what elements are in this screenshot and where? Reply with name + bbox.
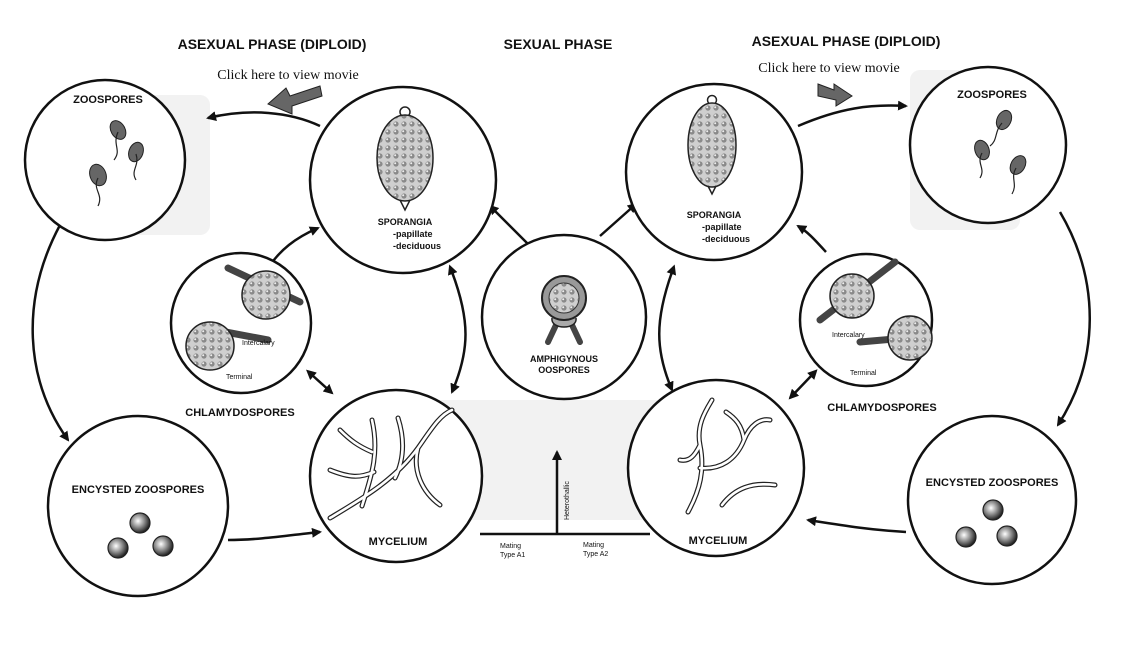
encysted-zoospores-right-label: ENCYSTED ZOOSPORES (926, 477, 1059, 489)
heterothallic-label: Heterothallic (564, 481, 571, 520)
chlamydospores-right-stage: Intercalary Terminal (800, 254, 932, 386)
arrow-sporangia-to-zoospores-left (208, 112, 320, 126)
arrow-oospores-to-sporangia-right (600, 204, 636, 236)
arrow-chlamydo-mycelium-left (312, 375, 332, 393)
terminal-left-label: Terminal (226, 374, 253, 381)
mycelium-left-label: MYCELIUM (369, 536, 428, 548)
sporangia-left-note-papillate: -papillate (393, 229, 433, 239)
amphigynous-oospores-label-line2: OOSPORES (538, 365, 590, 375)
movie-link-left[interactable]: Click here to view movie (217, 68, 359, 83)
arrow-pointer-icon[interactable] (268, 86, 322, 114)
amphigynous-oospores-stage: AMPHIGYNOUS OOSPORES (482, 235, 646, 399)
mating-type-a1-line2: Type A1 (500, 552, 525, 559)
sporangia-left-note-deciduous: -deciduous (393, 241, 441, 251)
sexual-phase-header: SEXUAL PHASE (504, 36, 613, 52)
arrow-encysted-to-mycelium-right (808, 520, 906, 532)
movie-link-right[interactable]: Click here to view movie (758, 61, 900, 76)
encysted-zoospore-icon (997, 526, 1017, 546)
sporangia-left-label: SPORANGIA (378, 217, 433, 227)
intercalary-left-label: Intercalary (242, 340, 275, 347)
encysted-zoospore-icon (956, 527, 976, 547)
amphigynous-oospores-label-line1: AMPHIGYNOUS (530, 354, 598, 364)
zoospores-right-label: ZOOSPORES (957, 89, 1027, 101)
sporangia-right-note-papillate: -papillate (702, 222, 742, 232)
encysted-zoospore-icon (983, 500, 1003, 520)
mycelium-right-stage: MYCELIUM (628, 380, 804, 556)
arrow-chlamydo-mycelium-right (790, 375, 812, 398)
mating-type-a2-line2: Type A2 (583, 551, 608, 558)
mating-type-a1-line1: Mating (500, 543, 521, 550)
chlamydospores-left-label: CHLAMYDOSPORES (185, 407, 294, 419)
encysted-zoospores-right-stage: ENCYSTED ZOOSPORES (908, 416, 1076, 584)
chlamydospores-right-label: CHLAMYDOSPORES (827, 402, 936, 414)
asexual-phase-right-header: ASEXUAL PHASE (DIPLOID) (752, 33, 941, 49)
arrow-sporangia-mycelium-right (659, 272, 672, 390)
asexual-phase-left-header: ASEXUAL PHASE (DIPLOID) (178, 36, 367, 52)
zoospores-right-stage: ZOOSPORES (910, 67, 1066, 223)
arrow-zoospores-to-encysted-left (33, 225, 68, 440)
mating-type-a2-line1: Mating (583, 542, 604, 549)
arrow-zoospores-to-encysted-right (1058, 212, 1090, 425)
intercalary-right-label: Intercalary (832, 332, 865, 339)
chlamydospores-left-stage: Intercalary Terminal (171, 253, 311, 393)
zoospores-left-stage: ZOOSPORES (25, 80, 185, 240)
encysted-zoospore-icon (153, 536, 173, 556)
sporangia-right-stage: SPORANGIA -papillate -deciduous (626, 84, 802, 260)
encysted-zoospores-left-label: ENCYSTED ZOOSPORES (72, 484, 205, 496)
arrow-sporangia-mycelium-left (452, 272, 466, 392)
arrow-encysted-to-mycelium-left (228, 532, 320, 540)
sporangia-right-label: SPORANGIA (687, 210, 742, 220)
arrow-sporangia-to-zoospores-right (798, 106, 906, 126)
encysted-zoospore-icon (108, 538, 128, 558)
mycelium-left-stage: MYCELIUM (310, 390, 482, 562)
mycelium-right-label: MYCELIUM (689, 535, 748, 547)
sporangia-right-note-deciduous: -deciduous (702, 234, 750, 244)
arrow-chlamydo-to-sporangia-right (798, 226, 826, 252)
encysted-zoospore-icon (130, 513, 150, 533)
arrow-oospores-to-sporangia-left (490, 206, 530, 246)
encysted-zoospores-left-stage: ENCYSTED ZOOSPORES (48, 416, 228, 596)
sporangia-left-stage: SPORANGIA -papillate -deciduous (310, 87, 496, 273)
zoospores-left-label: ZOOSPORES (73, 94, 143, 106)
arrow-pointer-icon[interactable] (818, 84, 852, 106)
terminal-right-label: Terminal (850, 370, 877, 377)
